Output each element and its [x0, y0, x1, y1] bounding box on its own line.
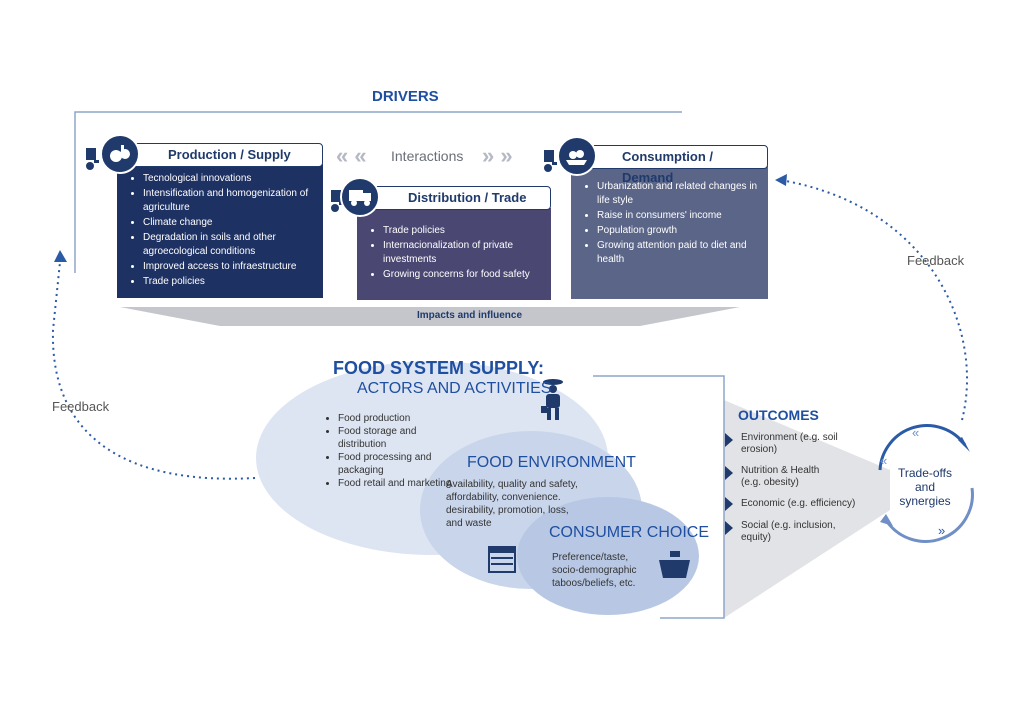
production-item: Improved access to infraestructure [143, 260, 315, 274]
consumer-text: Preference/taste, socio-demographic tabo… [552, 552, 637, 589]
environment-title: FOOD ENVIRONMENT [467, 454, 636, 471]
production-item: Degradation in soils and other agroecolo… [143, 231, 315, 259]
supply-item: Food retail and marketing [338, 477, 458, 490]
outcomes-title: OUTCOMES [738, 407, 819, 423]
distribution-box: Trade policies Internacionalization of p… [357, 208, 551, 300]
feedback-right-arrow [779, 179, 969, 421]
production-item: Climate change [143, 216, 315, 230]
consumption-item: Raise in consumers' income [597, 209, 760, 223]
distribution-item: Internacionalization of private investme… [383, 239, 543, 267]
feedback-right-label: Feedback [907, 253, 965, 268]
production-item: Trade policies [143, 275, 315, 289]
drivers-frame [74, 111, 682, 273]
tradeoffs-label: Trade-offs and synergies [897, 466, 953, 508]
feedback-left-label: Feedback [52, 399, 110, 414]
cycle-arrowhead-top [958, 437, 970, 452]
feedback-right-arrowhead [775, 174, 787, 186]
tractor-icon [544, 150, 557, 172]
truck-icon [340, 177, 380, 217]
cycle-arrow-top [878, 424, 967, 471]
shop-icon [488, 546, 516, 573]
outcome-marker [725, 497, 733, 511]
basket-icon [659, 551, 690, 578]
outcomes-wedge [724, 400, 890, 618]
production-item: Tecnological innovations [143, 172, 315, 186]
production-item: Intensification and homogenization of ag… [143, 187, 315, 215]
tractor-icon [86, 148, 99, 170]
supply-item: Food production [338, 412, 458, 425]
distribution-item: Trade policies [383, 224, 543, 238]
consumer-title: CONSUMER CHOICE [549, 524, 710, 541]
impacts-funnel [120, 307, 740, 326]
feedback-left-arrowhead [54, 250, 67, 262]
cycle-chevron-top: « [912, 425, 919, 440]
supply-title: FOOD SYSTEM SUPPLY: [333, 358, 545, 378]
outcomes-bracket [593, 375, 725, 619]
outcome-marker [725, 433, 733, 447]
impacts-label: Impacts and influence [417, 310, 523, 321]
distribution-item: Growing concerns for food safety [383, 268, 543, 282]
farmer-icon [541, 379, 563, 420]
consumption-title: Consumption / Demand [571, 145, 768, 185]
production-title: Production / Supply [117, 143, 323, 167]
consumption-box: Urbanization and related changes in life… [571, 166, 768, 299]
consumption-item: Population growth [597, 224, 760, 238]
drivers-title: DRIVERS [372, 88, 439, 105]
outcome-item: Economic (e.g. efficiency) [741, 498, 856, 509]
outcome-item: Nutrition & Health (e.g. obesity) [741, 465, 820, 488]
consumption-item: Growing attention paid to diet and healt… [597, 239, 760, 267]
supply-list: Food production Food storage and distrib… [322, 412, 458, 490]
outcome-marker [725, 521, 733, 535]
supply-item: Food storage and distribution [338, 425, 458, 451]
hand-food-icon [557, 136, 597, 176]
cycle-arrowhead-bottom [880, 514, 893, 526]
interactions-label: Interactions [391, 148, 464, 164]
outcome-item: Environment (e.g. soil erosion) [741, 432, 838, 455]
supply-item: Food processing and packaging [338, 451, 458, 477]
outcome-marker [725, 466, 733, 480]
cycle-arrow-bottom [884, 487, 974, 543]
interactions-left-chevrons: « « [336, 143, 367, 168]
interactions-right-chevrons: » » [482, 143, 513, 168]
outcome-item: Social (e.g. inclusion, equity) [741, 520, 836, 543]
cycle-chevron-left: « [880, 453, 887, 468]
cycle-chevron-bottom: » [938, 523, 945, 538]
consumer-oval [517, 497, 699, 615]
supply-subtitle: ACTORS AND ACTIVITIES [357, 380, 552, 397]
consumption-item: Urbanization and related changes in life… [597, 180, 760, 208]
produce-icon [100, 134, 140, 174]
distribution-title: Distribution / Trade [357, 186, 551, 210]
environment-text: Availability, quality and safety, afford… [446, 479, 578, 529]
feedback-left-arrow [51, 261, 256, 480]
production-box: Tecnological innovations Intensification… [117, 164, 323, 298]
